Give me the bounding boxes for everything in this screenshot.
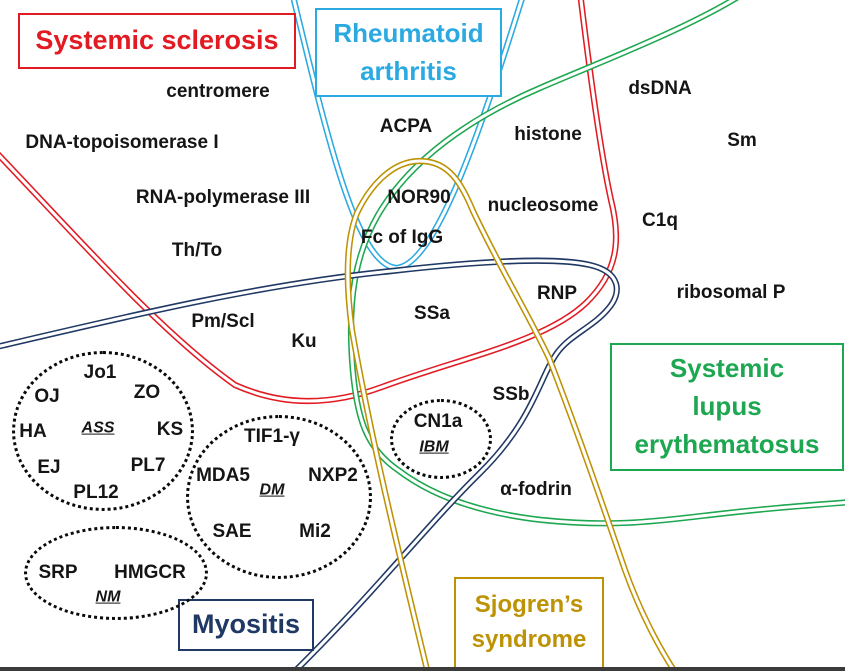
figure-bottom-border — [0, 667, 845, 671]
cluster-item-label: OJ — [34, 386, 60, 408]
cluster-ellipse-ass — [12, 351, 194, 511]
cluster-item-label: CN1a — [413, 411, 463, 433]
cluster-item-label: ZO — [133, 382, 161, 404]
antibody-label: dsDNA — [628, 78, 692, 100]
antibody-label: Pm/Scl — [191, 311, 255, 333]
cluster-item-label: HA — [19, 421, 47, 443]
title-rheumatoid-arthritis: Rheumatoid arthritis — [315, 8, 502, 97]
cluster-item-label: KS — [156, 419, 184, 441]
antibody-label: NOR90 — [387, 187, 451, 209]
cluster-item-label: Jo1 — [83, 362, 117, 384]
antibody-label: RNA-polymerase III — [135, 187, 311, 209]
antibody-label: α-fodrin — [500, 479, 572, 501]
title-sjogrens-syndrome: Sjogren’s syndrome — [454, 577, 604, 669]
title-systemic-lupus-erythematosus: Systemic lupus erythematosus — [610, 343, 844, 471]
sjogrens-syndrome-curve — [344, 157, 679, 671]
antibody-label: RNP — [536, 283, 578, 305]
antibody-label: SSa — [414, 303, 450, 325]
cluster-item-label: SRP — [38, 562, 78, 584]
antibody-label: Ku — [291, 331, 317, 353]
cluster-subtype-label-nm: NM — [95, 588, 121, 606]
title-sjogrens-syndrome-label: Sjogren’s syndrome — [471, 591, 587, 653]
title-systemic-sclerosis: Systemic sclerosis — [18, 13, 296, 69]
antibody-label: Fc of IgG — [360, 227, 444, 249]
title-systemic-sclerosis-label: Systemic sclerosis — [35, 25, 279, 56]
cluster-ellipse-nm — [24, 526, 208, 620]
cluster-item-label: HMGCR — [114, 562, 186, 584]
cluster-subtype-label-dm: DM — [259, 481, 285, 499]
cluster-subtype-label-ass: ASS — [81, 419, 115, 437]
myositis-curve — [0, 257, 620, 671]
systemic-lupus-erythematosus-curve — [347, 0, 845, 527]
cluster-item-label: PL12 — [73, 482, 119, 504]
cluster-item-label: EJ — [37, 457, 61, 479]
cluster-ellipse-ibm — [390, 399, 492, 479]
cluster-item-label: MDA5 — [196, 465, 250, 487]
antibody-label: DNA-topoisomerase I — [25, 132, 219, 154]
antibody-label: histone — [514, 124, 582, 146]
antibody-label: SSb — [492, 384, 530, 406]
cluster-ellipse-dm — [186, 415, 372, 579]
cluster-subtype-label-ibm: IBM — [419, 438, 449, 456]
antibody-label: ACPA — [379, 116, 433, 138]
antibody-label: nucleosome — [487, 195, 599, 217]
cluster-item-label: PL7 — [130, 455, 166, 477]
title-myositis-label: Myositis — [191, 609, 301, 640]
antibody-label: Sm — [727, 130, 757, 152]
cluster-item-label: Mi2 — [299, 521, 331, 543]
cluster-item-label: SAE — [212, 521, 252, 543]
systemic-sclerosis-curve — [0, 0, 620, 405]
antibody-label: Th/To — [171, 240, 223, 262]
antibody-label: ribosomal P — [676, 282, 786, 304]
cluster-item-label: TIF1-γ — [244, 426, 300, 448]
antibody-label: centromere — [166, 81, 270, 103]
title-rheumatoid-arthritis-label: Rheumatoid arthritis — [333, 17, 484, 86]
antibody-label: C1q — [642, 210, 678, 232]
cluster-item-label: NXP2 — [308, 465, 358, 487]
title-systemic-lupus-erythematosus-label: Systemic lupus erythematosus — [634, 353, 820, 459]
title-myositis: Myositis — [178, 599, 314, 651]
